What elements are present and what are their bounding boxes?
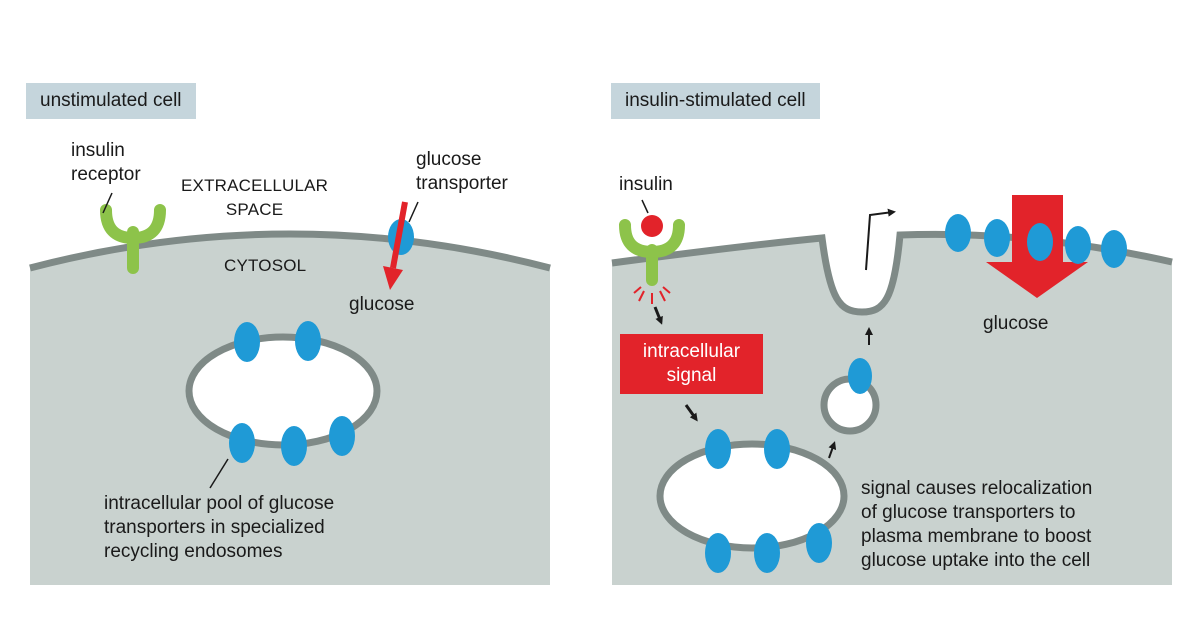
intracellular-signal-box: intracellular signal [620, 334, 763, 394]
endosome-transporter-icon [764, 429, 790, 469]
recycling-endosome [656, 440, 848, 552]
endosome-transporter-icon [705, 429, 731, 469]
membrane-transporter-icon [984, 219, 1010, 257]
transporter-pointer [408, 201, 419, 223]
right-panel-title: insulin-stimulated cell [611, 83, 820, 119]
endosome-transporter-icon [229, 423, 255, 463]
exocytosis-arrow-icon [865, 208, 896, 271]
insulin-molecule-icon [641, 215, 663, 237]
left-plasma-membrane [29, 230, 551, 272]
relocalization-caption: signal causes relocalization of glucose … [861, 478, 1093, 571]
glucose-transporter-label: glucose transporter [416, 149, 508, 194]
signal-arrow-icon [653, 306, 663, 325]
endosome-transporter-icon [329, 416, 355, 456]
endosome-transporter-icon [234, 322, 260, 362]
glucose-arrow-icon [383, 201, 408, 290]
pool-caption: intracellular pool of glucose transporte… [104, 493, 335, 562]
membrane-transporter-icon [1101, 230, 1127, 268]
endosome-transporter-icon [281, 426, 307, 466]
insulin-pointer [641, 199, 649, 214]
endosome-transporter-icon [705, 533, 731, 573]
signal-arrow-icon [684, 404, 698, 422]
endosome-transporter-icon [295, 321, 321, 361]
membrane-transporter-icon [1027, 223, 1053, 261]
right-glucose-label: glucose [983, 313, 1049, 334]
left-glucose-label: glucose [349, 294, 415, 315]
left-panel-title: unstimulated cell [26, 83, 196, 119]
extracellular-space-label: EXTRACELLULAR SPACE [181, 176, 329, 219]
membrane-transporter-icon [1065, 226, 1091, 264]
membrane-transporter-icon [945, 214, 971, 252]
insulin-receptor-icon [100, 204, 166, 274]
endosome-transporter-icon [806, 523, 832, 563]
vesicle-arrow-icon [828, 441, 837, 459]
insulin-receptor-icon [619, 219, 685, 286]
insulin-receptor-label: insulin receptor [71, 140, 141, 185]
pool-pointer [209, 458, 229, 489]
vesicle-transporter-icon [848, 358, 872, 394]
activation-burst-icon [633, 286, 671, 304]
endosome-transporter-icon [754, 533, 780, 573]
insulin-label: insulin [619, 174, 673, 195]
receptor-pointer [102, 192, 113, 214]
cytosol-label: CYTOSOL [224, 256, 307, 275]
